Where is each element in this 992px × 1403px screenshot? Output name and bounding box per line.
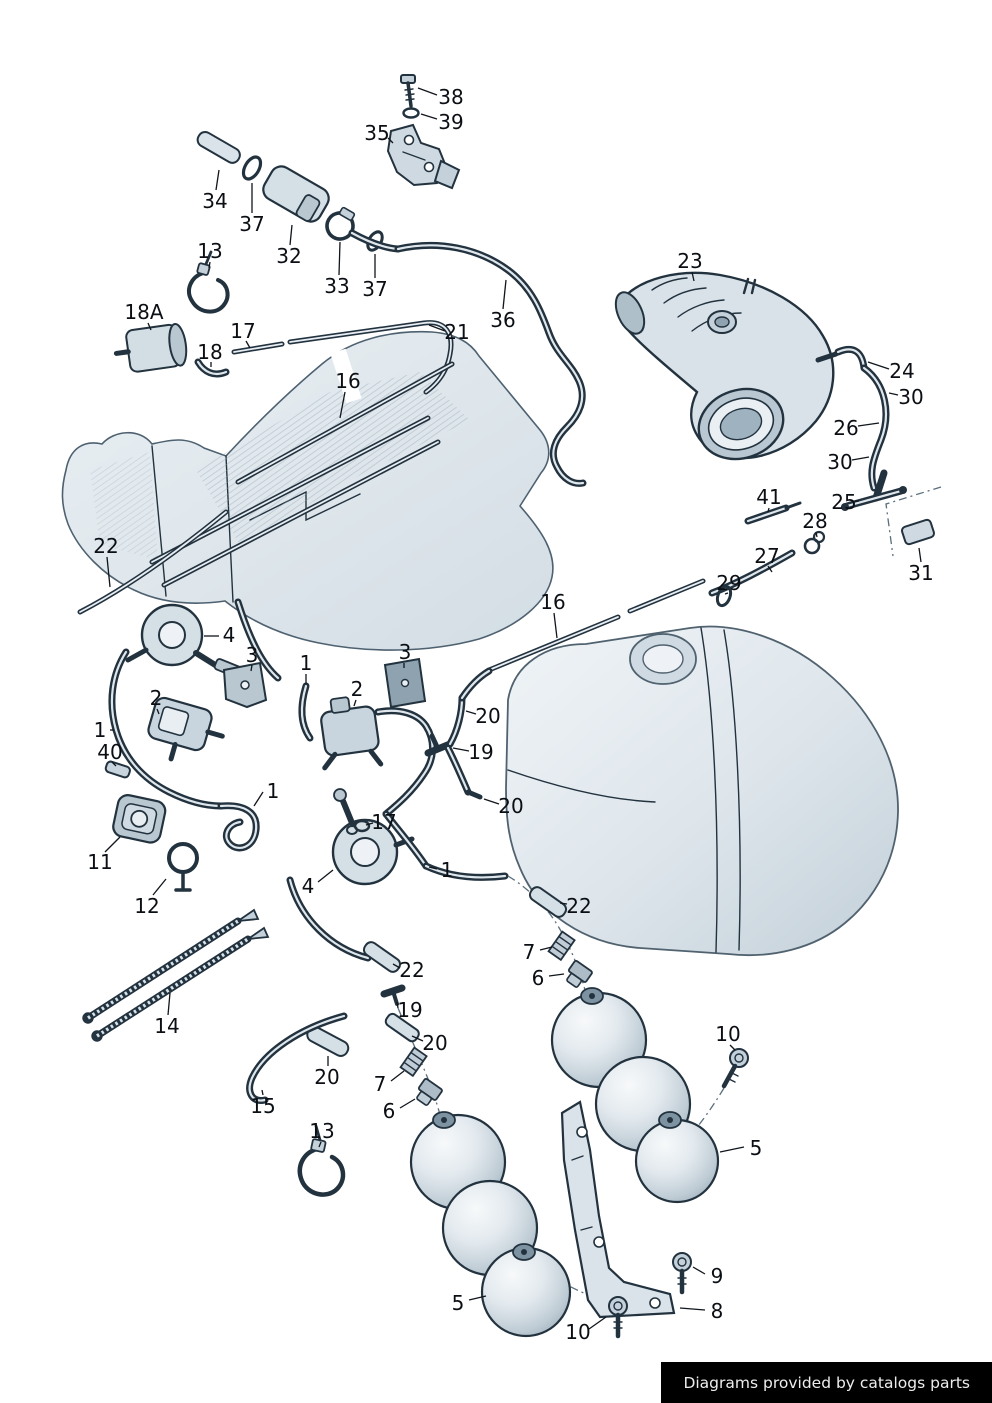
fitting-6 xyxy=(566,959,593,988)
vacuum-pipe-22 xyxy=(77,509,229,615)
hose-15 xyxy=(246,1012,348,1104)
cable-tie-13-top xyxy=(187,250,230,314)
sleeve-40 xyxy=(104,760,131,779)
connector-28 xyxy=(803,537,821,555)
vacuum-pipe-21 xyxy=(287,320,454,395)
vacuum-reservoir-cluster-right xyxy=(550,987,720,1204)
bracket-35 xyxy=(386,123,461,190)
intake-duct-23 xyxy=(614,271,839,461)
vacuum-reservoir-cluster-left xyxy=(409,1111,572,1338)
mounting-screw-38 xyxy=(400,74,416,108)
valve-32-assembly xyxy=(196,131,402,253)
tube-20-mid xyxy=(384,1012,420,1043)
valve-2-left xyxy=(147,696,225,762)
vacuum-unit-4-lower xyxy=(331,788,415,886)
fitting-7-left xyxy=(399,1046,428,1078)
footer-attribution-bar: Diagrams provided by catalogs parts xyxy=(661,1362,992,1403)
tube-34 xyxy=(196,131,241,164)
vacuum-hose-36 xyxy=(394,241,587,487)
connector-19-lower xyxy=(380,984,406,1006)
hose-connectors-19-20 xyxy=(424,667,493,800)
mounting-bracket-8 xyxy=(560,1100,676,1319)
plate-3-right xyxy=(383,657,427,709)
fitting-chain-right xyxy=(528,886,593,988)
cap-31 xyxy=(900,518,936,546)
fuel-tank xyxy=(505,625,899,957)
car-floor-panel xyxy=(61,320,554,651)
cable-tie-13-bottom xyxy=(297,1124,346,1197)
clamp-37-left xyxy=(241,155,263,181)
connector-17-center xyxy=(346,819,371,835)
elbow-24 xyxy=(834,345,868,372)
fitting-chain-left xyxy=(306,941,443,1106)
strap-14 xyxy=(82,908,270,1042)
coupling-22 xyxy=(528,886,568,918)
canister-18a xyxy=(113,322,188,373)
reservoir-port xyxy=(658,1111,682,1129)
grommet-11 xyxy=(112,794,167,844)
bracket-3-left xyxy=(222,661,268,709)
clip-12 xyxy=(167,842,199,892)
fitting-6-left xyxy=(416,1077,443,1106)
valve-32 xyxy=(262,165,330,223)
bolt-10-upper xyxy=(721,1048,749,1089)
elbow-18 xyxy=(194,358,230,378)
reservoir-port xyxy=(432,1111,456,1129)
reservoir-port xyxy=(580,987,604,1005)
vacuum-pipe-17-top xyxy=(231,341,285,355)
fuel-vent-pipe-16 xyxy=(486,578,706,673)
reservoir-port xyxy=(512,1243,536,1261)
washer-39 xyxy=(402,107,420,119)
bolt-9 xyxy=(672,1252,692,1295)
breather-hose-assembly-right xyxy=(708,345,942,608)
vacuum-unit-4-upper xyxy=(125,603,244,679)
valve-2-right xyxy=(320,696,384,771)
clamp-29 xyxy=(715,584,733,608)
vacuum-pipe-16-panel xyxy=(149,361,455,588)
footer-attribution-text: Diagrams provided by catalogs parts xyxy=(683,1373,970,1392)
bolt-10-lower xyxy=(608,1296,628,1339)
fitting-7 xyxy=(547,930,576,962)
